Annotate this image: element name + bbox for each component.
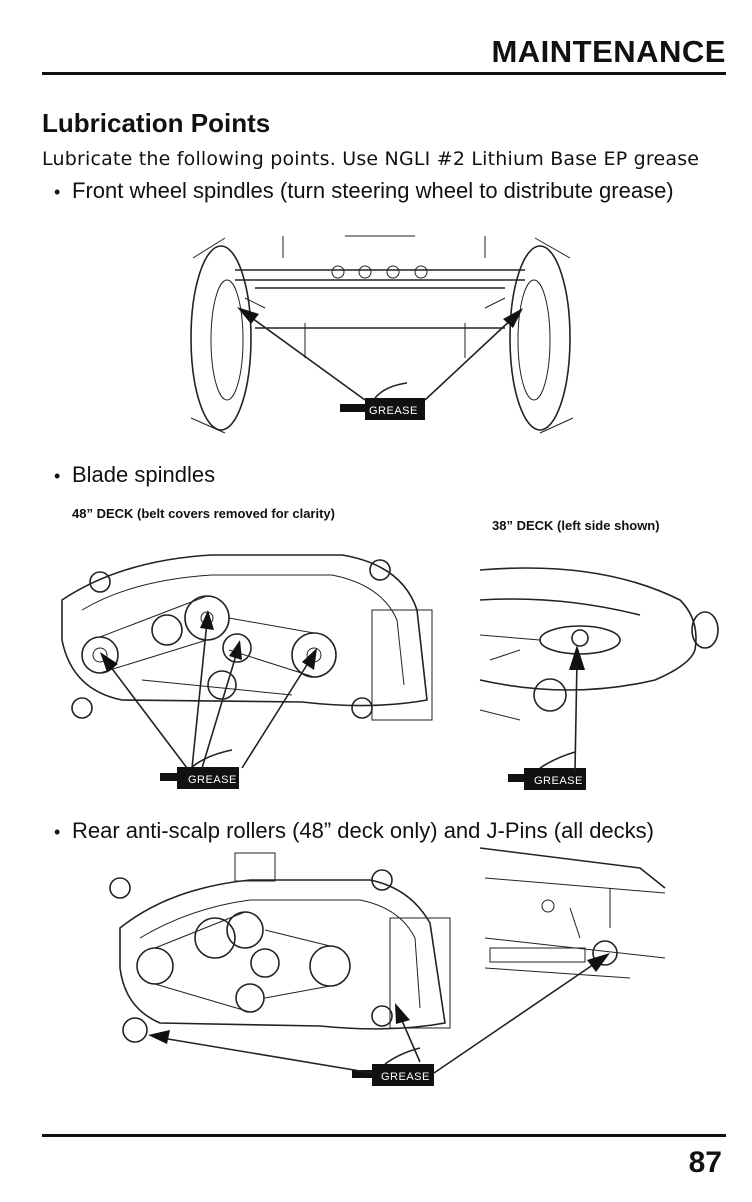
bullet-icon: • xyxy=(54,466,61,486)
section-header: MAINTENANCE xyxy=(491,34,726,69)
bullet-text: Blade spindles xyxy=(72,462,216,487)
caption-deck38: 38” DECK (left side shown) xyxy=(492,518,660,533)
bullet-icon: • xyxy=(54,182,61,202)
bullet-front-wheel: • Front wheel spindles (turn steering whe… xyxy=(54,178,674,204)
footer-rule xyxy=(42,1134,726,1137)
page-number: 87 xyxy=(688,1146,722,1179)
grease-label: GREASE xyxy=(369,405,418,417)
caption-deck48: 48” DECK (belt covers removed for clarit… xyxy=(72,506,335,521)
bullet-rear-rollers: • Rear anti-scalp rollers (48” deck only)… xyxy=(54,818,654,844)
header-rule xyxy=(42,72,726,75)
grease-label: GREASE xyxy=(534,775,583,787)
section-title: Lubrication Points xyxy=(42,108,271,138)
grease-label: GREASE xyxy=(188,774,237,786)
front-wheel-figure: GREASE xyxy=(190,235,574,434)
bullet-text: Front wheel spindles (turn steering whee… xyxy=(72,178,674,203)
bullet-icon: • xyxy=(54,822,61,842)
deck38-figure: GREASE xyxy=(479,567,719,790)
rear-rollers-figure: GREASE xyxy=(109,847,666,1086)
grease-label: GREASE xyxy=(381,1071,430,1083)
bullet-text: Rear anti-scalp rollers (48” deck only) … xyxy=(72,818,654,843)
bullet-blade-spindles: • Blade spindles xyxy=(54,462,215,488)
deck48-figure: GREASE xyxy=(61,554,433,789)
intro-text: Lubricate the following points. Use NGLI… xyxy=(42,148,700,170)
